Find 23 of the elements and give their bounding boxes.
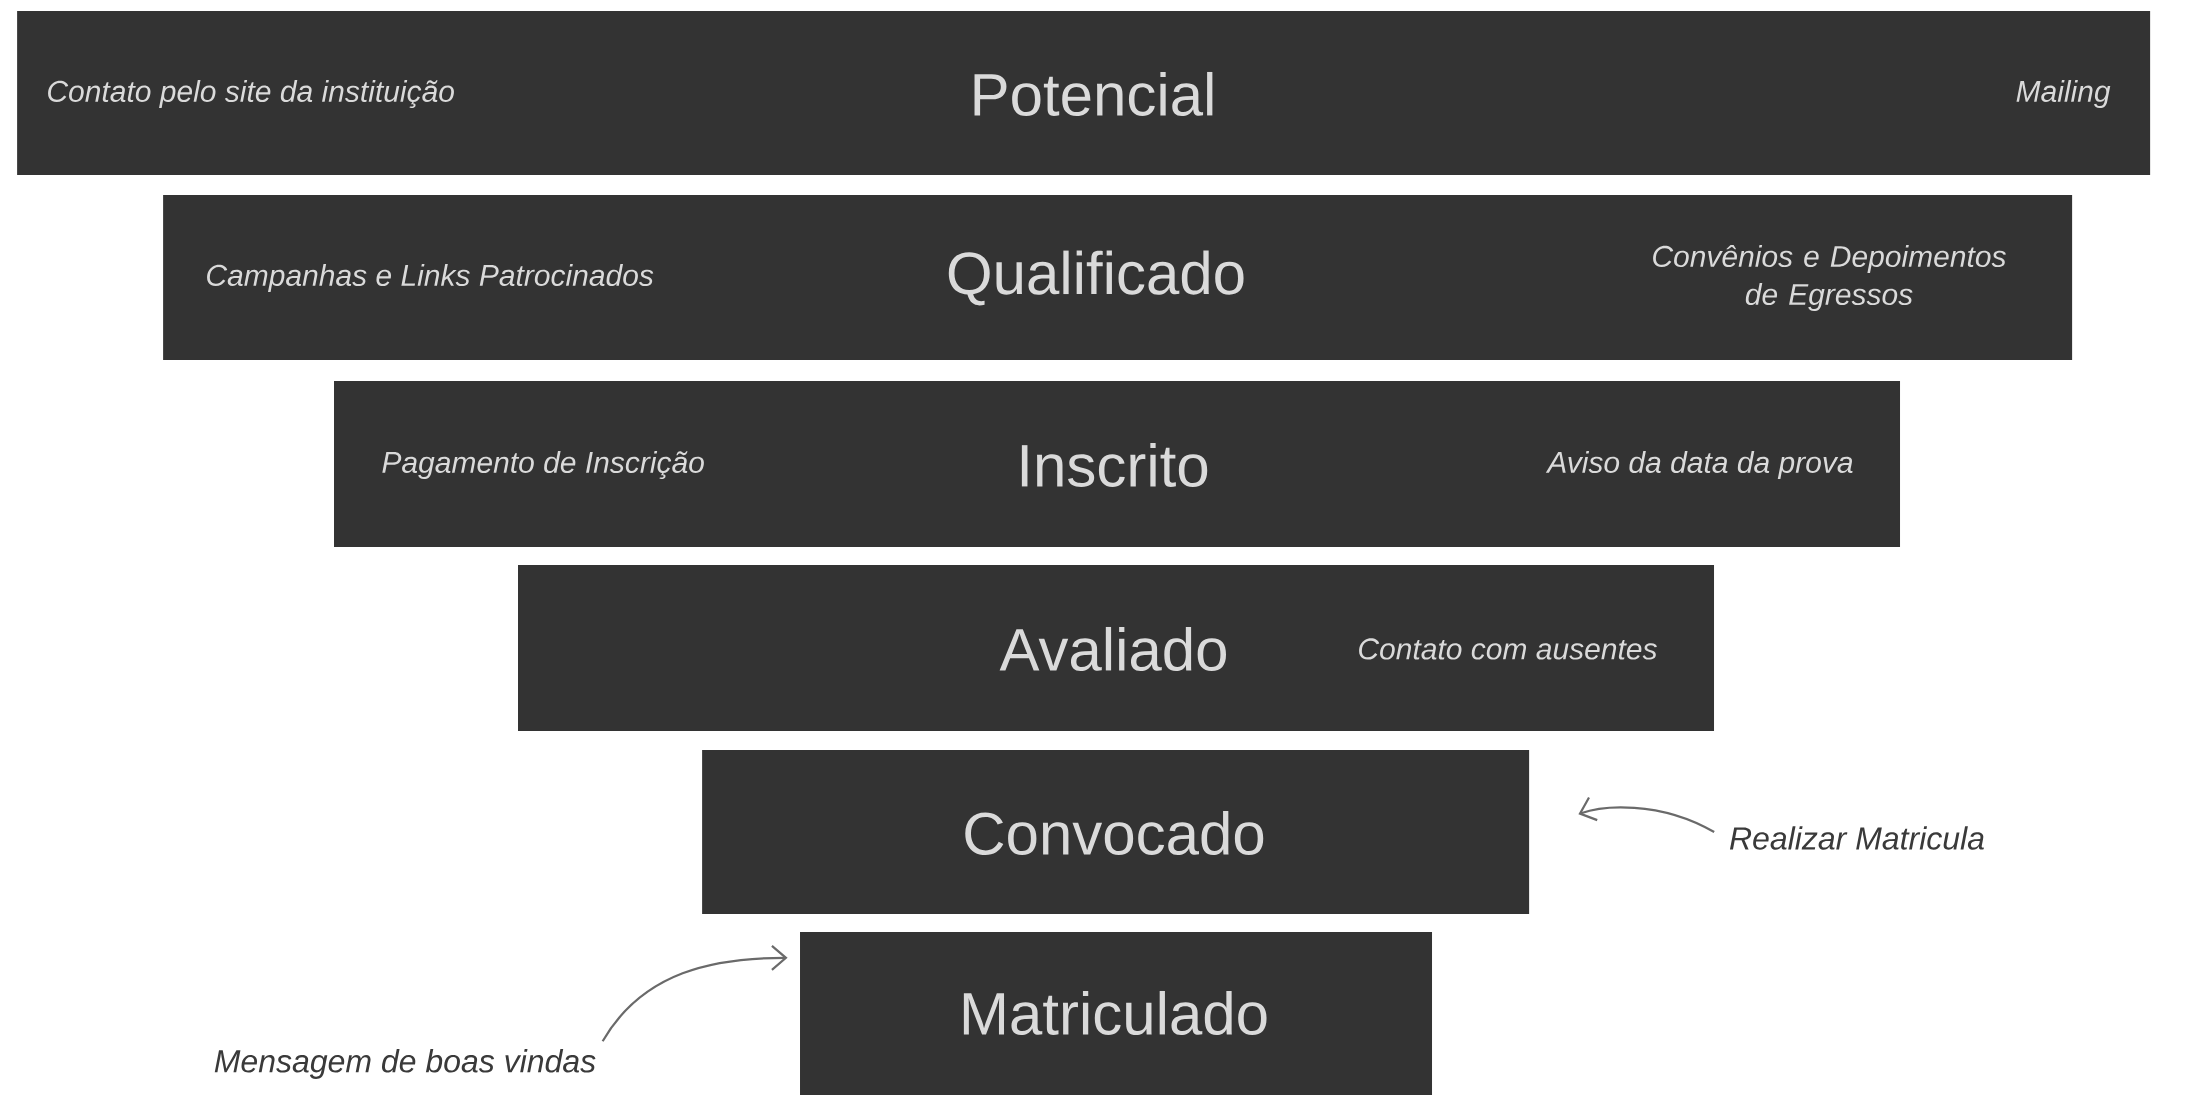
stage-title: Qualificado [948,250,1244,306]
curved-arrow [1578,797,1715,833]
funnel-bar [17,11,2151,175]
funnel-bar [334,381,1900,547]
action-text: Mailing [2016,80,2111,108]
stage-title: Matriculado [963,990,1267,1036]
action-text: Contato pelo site da instituição [48,80,454,108]
action-text: Aviso da data da prova [1545,451,1853,479]
action-text: Convênios e Depoimentos de Egressos [1653,244,2006,311]
stage-title: Inscrito [1021,442,1208,488]
stage-title: Avaliado [999,626,1226,672]
stage-title: Potencial [974,71,1213,117]
stage-title: Convocado [965,810,1264,856]
note-text: Mensagem de boas vindas [214,1049,596,1079]
action-text: Contato com ausentes [1359,638,1657,660]
action-text: Pagamento de Inscrição [382,451,704,479]
curved-arrow [601,944,788,1042]
funnel-bar [702,750,1530,914]
funnel-bar [518,565,1714,731]
funnel-bar [163,195,2073,361]
action-text: Campanhas e Links Patrocinados [207,264,654,292]
funnel-bar [800,932,1432,1095]
note-text: Realizar Matricula [1729,826,1984,850]
